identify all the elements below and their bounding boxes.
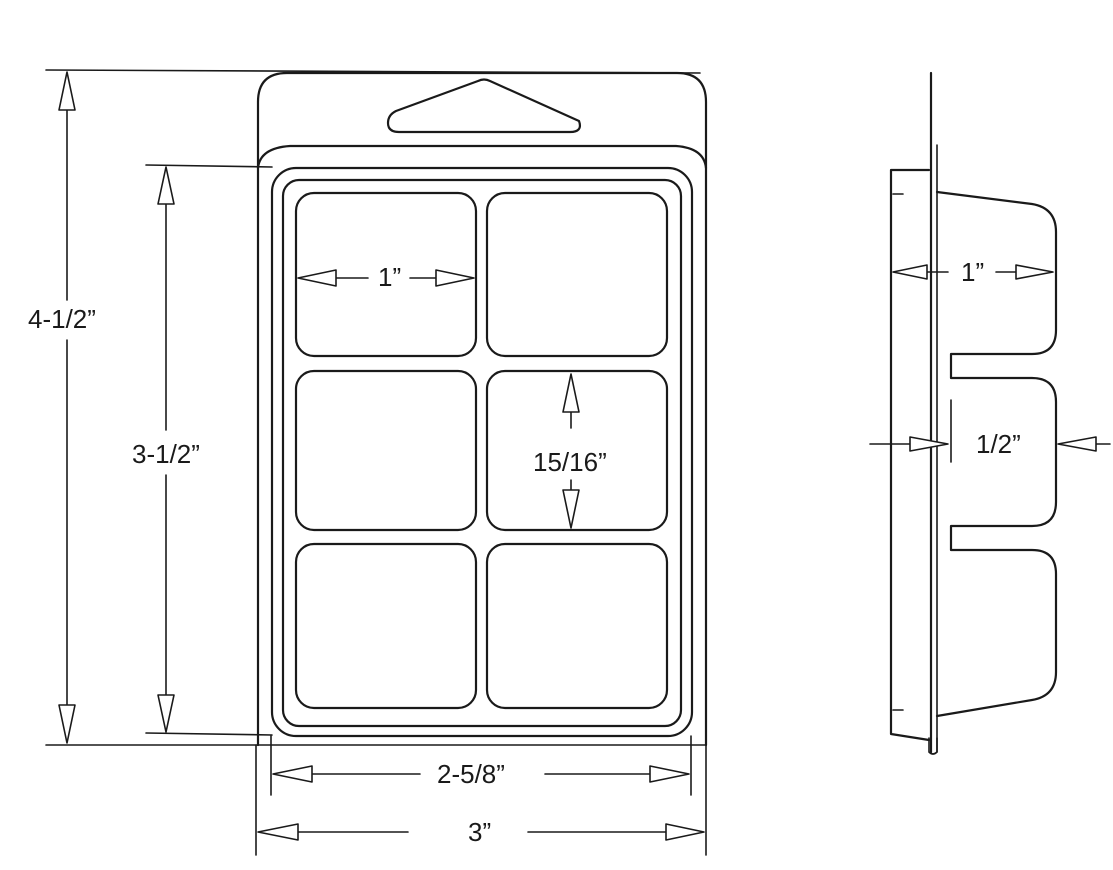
back-card-outline	[256, 71, 708, 747]
arrow-right	[649, 765, 690, 783]
arrow-down	[157, 694, 175, 733]
arrow-down	[562, 489, 580, 529]
blister-profile	[935, 190, 1058, 718]
overall-height-label: 4-1/2”	[28, 304, 96, 334]
arrow-right	[909, 436, 949, 452]
flange-outline	[256, 144, 708, 170]
arrow-right	[665, 823, 705, 841]
arrow-down	[58, 704, 76, 744]
side-cavity-width-label: 1”	[961, 257, 984, 287]
extension-lines	[45, 69, 707, 856]
blister-width-dimension: 2-5/8”	[272, 759, 690, 789]
side-depth-label: 1/2”	[976, 429, 1021, 459]
arrow-up	[562, 373, 580, 413]
overall-height-dimension: 4-1/2”	[28, 71, 96, 744]
arrow-up	[157, 166, 175, 205]
flange-profile	[889, 168, 931, 742]
arrow-left	[257, 823, 299, 841]
blister-height-dimension: 3-1/2”	[132, 166, 200, 733]
side-depth-dimension: 1/2”	[869, 429, 1111, 459]
cavity-width-dimension: 1”	[297, 262, 475, 292]
cavity-1	[294, 191, 478, 358]
blister-height-label: 3-1/2”	[132, 439, 200, 469]
overall-width-label: 3”	[468, 817, 491, 847]
arrow-left	[1057, 436, 1097, 452]
cavity-grid	[294, 191, 669, 710]
blister-outer-rim	[270, 166, 694, 738]
arrow-left	[297, 269, 337, 287]
hang-hole	[386, 78, 582, 134]
arrow-right	[1015, 264, 1054, 280]
cavity-width-label: 1”	[378, 262, 401, 292]
cavity-5	[294, 542, 478, 710]
arrow-left	[892, 264, 928, 280]
cavity-height-dimension: 15/16”	[533, 373, 607, 529]
blister-inner-rim	[281, 178, 683, 728]
arrow-up	[58, 71, 76, 111]
cavity-4	[485, 369, 669, 532]
overall-width-dimension: 3”	[257, 817, 705, 847]
arrow-right	[435, 269, 475, 287]
card-bottom-tip	[928, 737, 938, 755]
side-view: 1” 1/2”	[869, 71, 1111, 755]
side-cavity-width-dimension: 1”	[892, 257, 1054, 287]
arrow-left	[272, 765, 313, 783]
cavity-6	[485, 542, 669, 710]
blister-width-label: 2-5/8”	[437, 759, 505, 789]
cavity-2	[485, 191, 669, 358]
front-view: 4-1/2” 3-1/2” 1” 15/16”	[28, 69, 708, 856]
cavity-height-label: 15/16”	[533, 447, 607, 477]
cavity-3	[294, 369, 478, 532]
